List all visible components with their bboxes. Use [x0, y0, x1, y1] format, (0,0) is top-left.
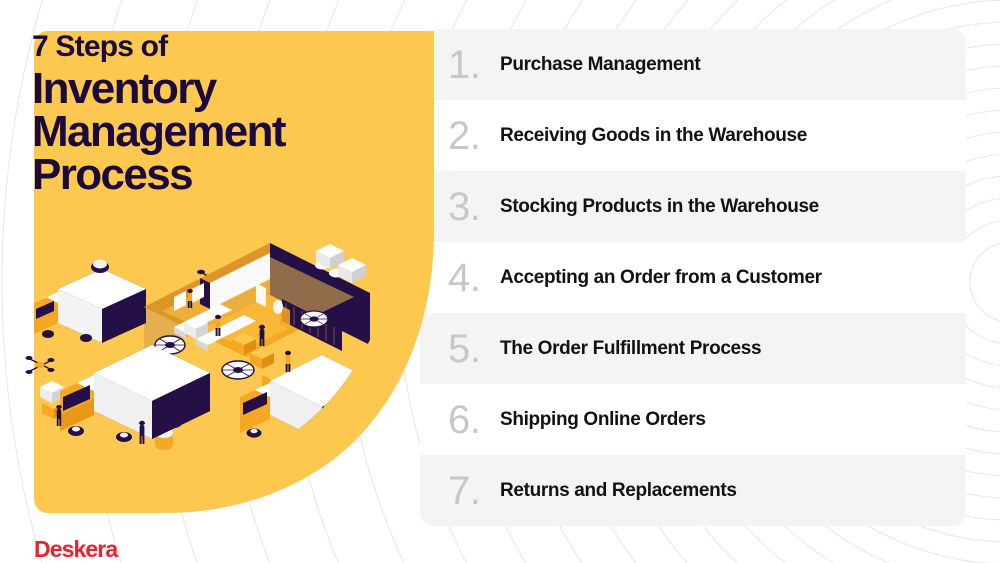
step-label: Returns and Replacements [500, 479, 737, 501]
deskera-logo[interactable]: Deskera [34, 536, 118, 562]
step-label: Receiving Goods in the Warehouse [500, 124, 807, 146]
delivery-truck-back [34, 259, 146, 343]
list-item[interactable]: 6. Shipping Online Orders [420, 384, 966, 455]
list-item[interactable]: 2. Receiving Goods in the Warehouse [420, 100, 966, 171]
step-label: Shipping Online Orders [500, 408, 706, 430]
hero-eyebrow: 7 Steps of [32, 30, 168, 63]
step-label: Accepting an Order from a Customer [500, 266, 822, 288]
list-item[interactable]: 7. Returns and Replacements [420, 455, 966, 526]
step-number: 3. [448, 184, 481, 229]
step-number: 4. [448, 255, 481, 300]
drone-icon [25, 356, 55, 374]
step-number: 6. [448, 397, 481, 442]
semi-truck-right [240, 355, 374, 444]
steps-list-card: 1. Purchase Management 2. Receiving Good… [420, 29, 966, 526]
headline-line-3: Process [32, 150, 194, 200]
hero-headline: Inventory Management Process [32, 64, 392, 200]
step-number: 7. [448, 468, 481, 513]
hero-text-block: 7 Steps of Inventory Management Process [32, 30, 392, 200]
list-item[interactable]: 4. Accepting an Order from a Customer [420, 242, 966, 313]
list-item[interactable]: 3. Stocking Products in the Warehouse [420, 171, 966, 242]
step-number: 2. [448, 113, 481, 158]
semi-truck-left [60, 345, 210, 442]
headline-line-2: Management [32, 107, 287, 157]
isometric-warehouse-illustration [25, 243, 374, 450]
headline-line-1: Inventory [32, 64, 217, 113]
list-item[interactable]: 1. Purchase Management [420, 29, 966, 100]
step-label: Stocking Products in the Warehouse [500, 195, 819, 217]
step-number: 1. [448, 42, 481, 87]
step-label: Purchase Management [500, 53, 701, 75]
list-item[interactable]: 5. The Order Fulfillment Process [420, 313, 966, 384]
step-number: 5. [448, 326, 481, 371]
step-label: The Order Fulfillment Process [500, 337, 762, 359]
